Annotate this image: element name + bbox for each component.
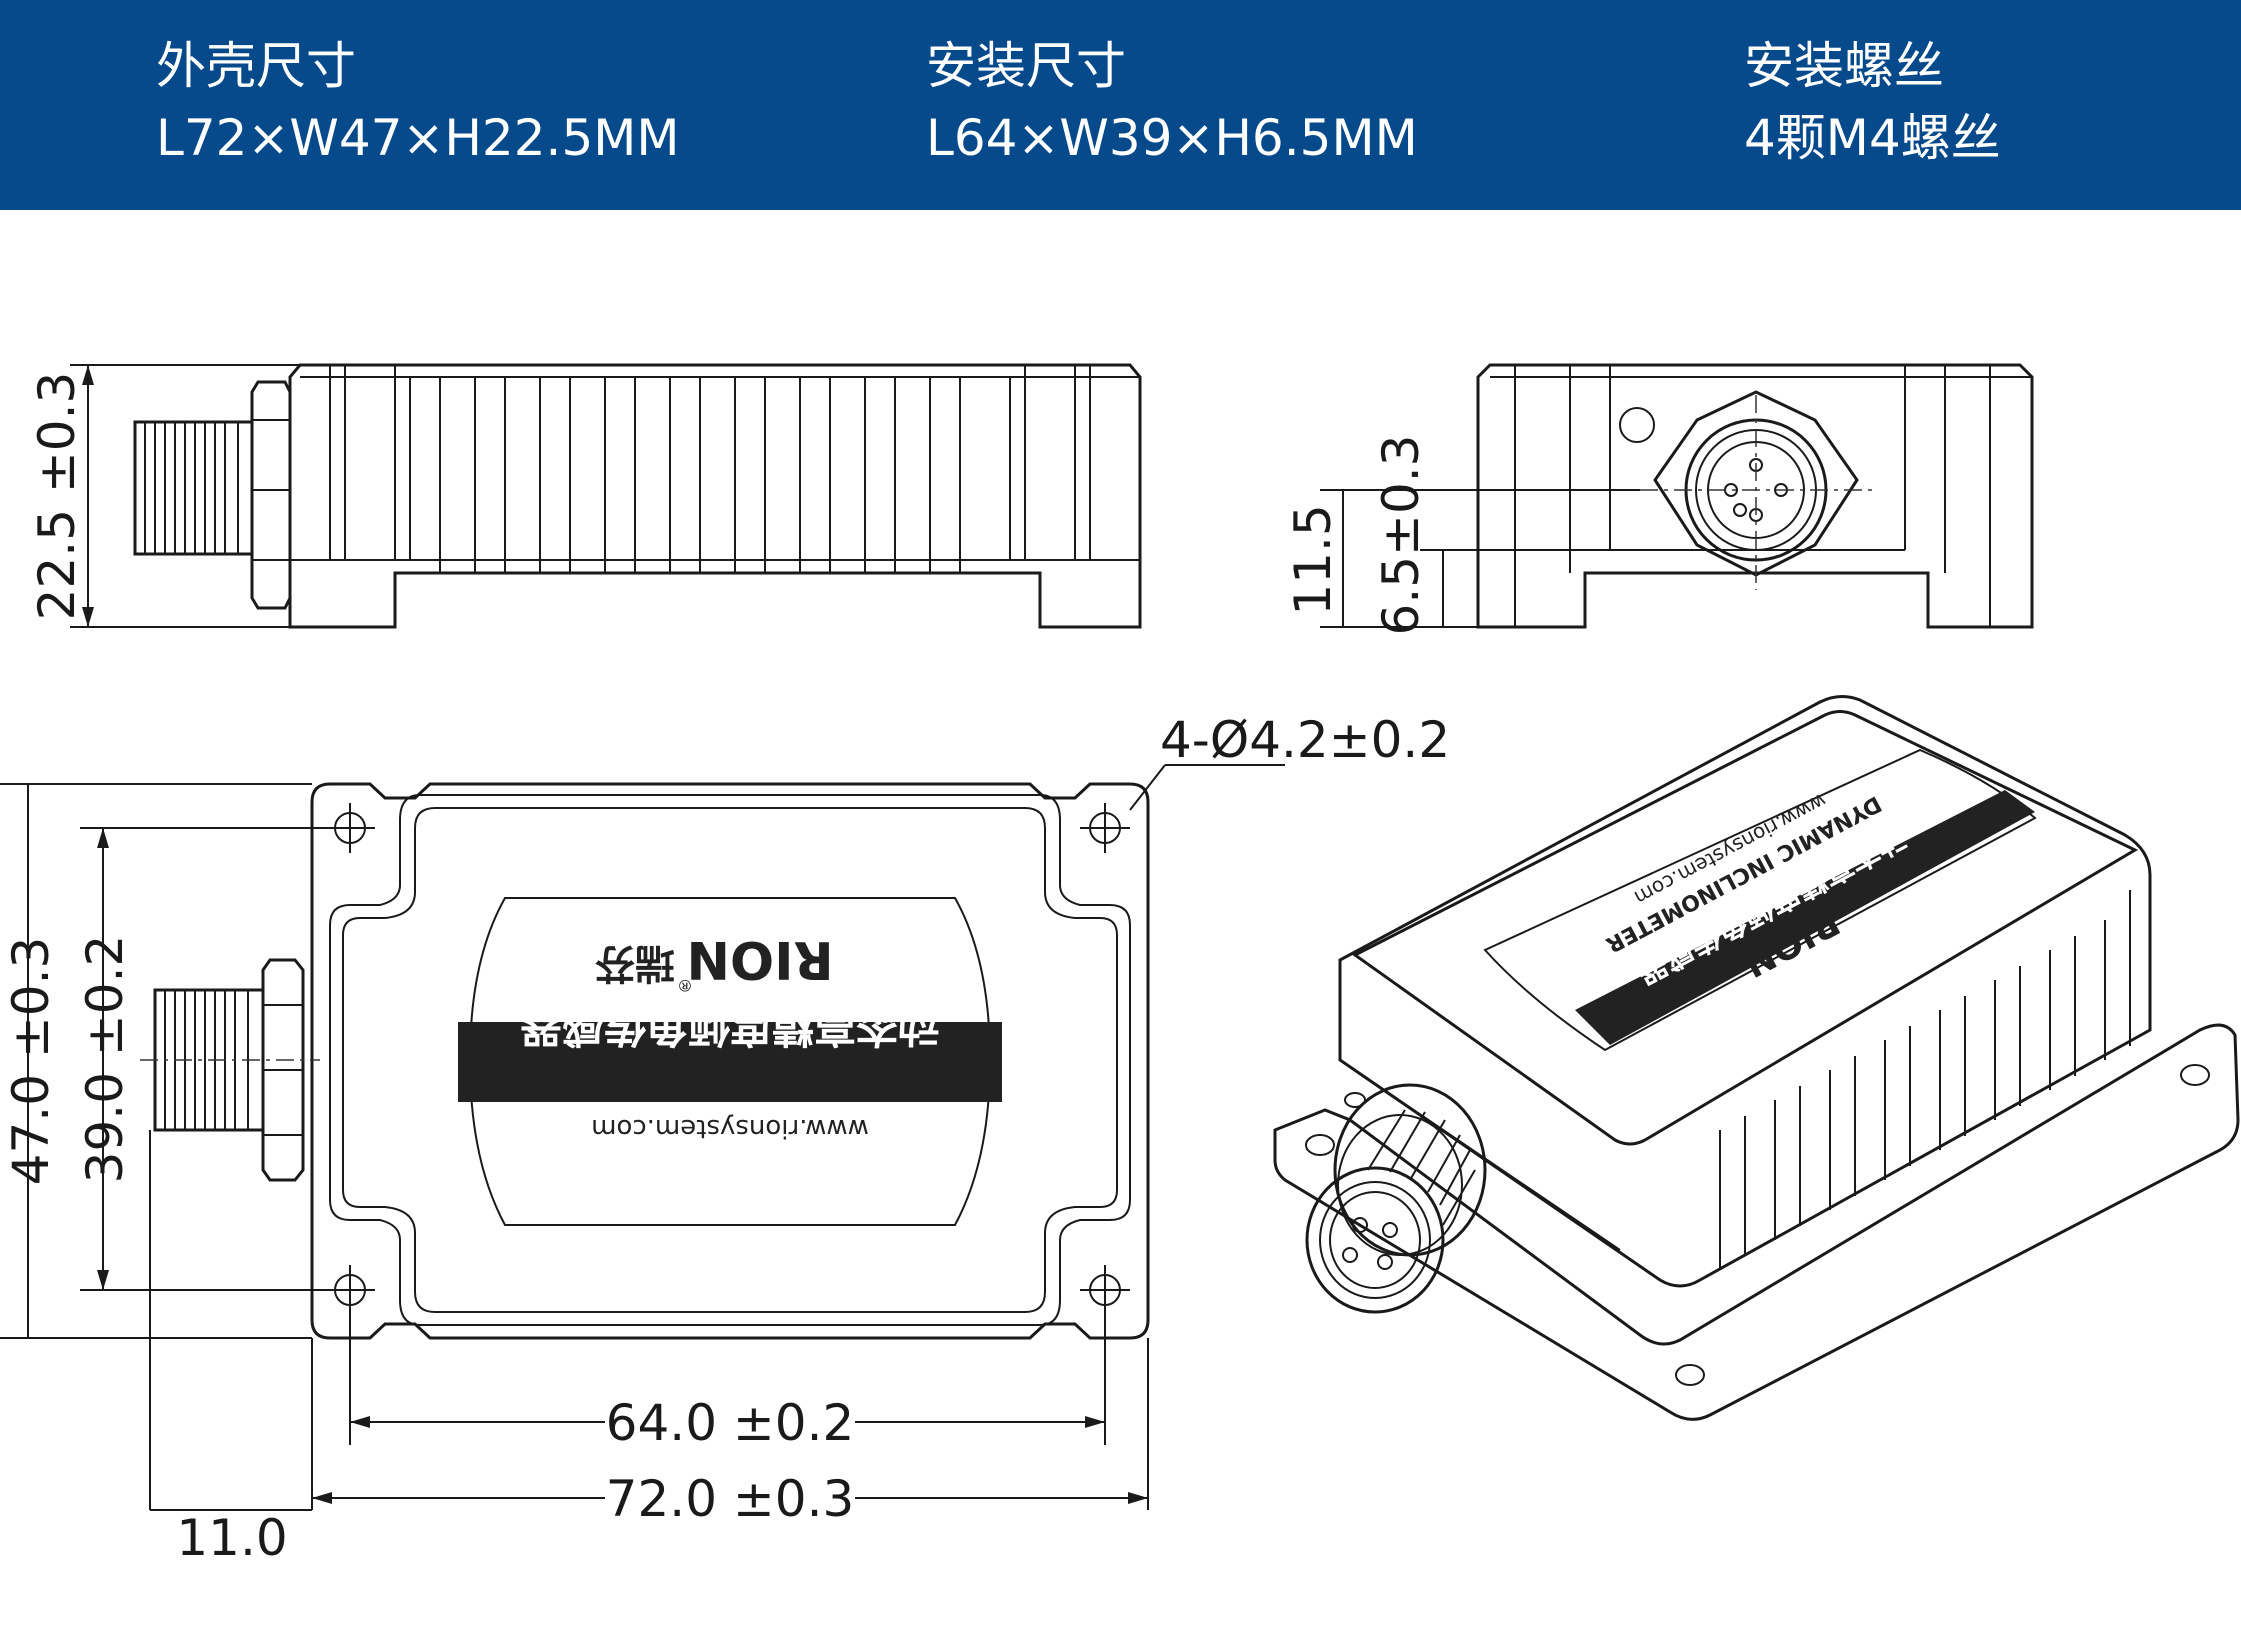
spec-label: 安装螺丝 bbox=[1744, 37, 1944, 95]
mounting-hole bbox=[325, 803, 375, 853]
spec-value: 4颗M4螺丝 bbox=[1744, 109, 2001, 167]
isometric-view: www.rionsystem.com DYNAMIC INCLINOMETER … bbox=[1273, 695, 2240, 1421]
spec-label: 安装尺寸 bbox=[926, 37, 1126, 95]
total-width-label: 47.0 ±0.3 bbox=[2, 937, 60, 1186]
plate-product-en-text: DYNAMIC INCLINOMETER bbox=[520, 1064, 940, 1099]
side-view: 22.5 ±0.3 bbox=[28, 363, 1142, 629]
plate-brand-text: RION bbox=[686, 929, 833, 989]
plate-registered-mark: ® bbox=[677, 976, 693, 995]
plate-brand-cn-text: 瑞芬 bbox=[595, 940, 675, 986]
hole-spec-label: 4-Ø4.2±0.2 bbox=[1160, 711, 1450, 769]
front-view: 11.5 6.5±0.3 bbox=[1284, 363, 2034, 636]
plate-url-text: www.rionsystem.com bbox=[591, 1113, 869, 1143]
front-mount-height-label: 6.5±0.3 bbox=[1372, 435, 1430, 636]
spec-mount-size: 安装尺寸 L64×W39×H6.5MM bbox=[926, 30, 1418, 174]
total-length-label: 72.0 ±0.3 bbox=[606, 1470, 855, 1528]
mounting-hole bbox=[1080, 803, 1130, 853]
plate-product-cn-text: 动态高精度倾角传感器 bbox=[519, 1002, 940, 1051]
mount-width-label: 39.0 ±0.2 bbox=[76, 935, 134, 1184]
front-connector-height-label: 11.5 bbox=[1284, 504, 1342, 615]
spec-value: L64×W39×H6.5MM bbox=[926, 109, 1418, 167]
spec-banner: 外壳尺寸 L72×W47×H22.5MM 安装尺寸 L64×W39×H6.5MM… bbox=[0, 0, 2241, 210]
mount-length-label: 64.0 ±0.2 bbox=[606, 1394, 855, 1452]
spec-housing-size: 外壳尺寸 L72×W47×H22.5MM bbox=[156, 30, 680, 174]
spec-label: 外壳尺寸 bbox=[156, 37, 356, 95]
spec-value: L72×W47×H22.5MM bbox=[156, 109, 680, 167]
top-view: 4-Ø4.2±0.2 www.rionsystem.com DYNAMIC IN… bbox=[0, 711, 1450, 1567]
side-height-label: 22.5 ±0.3 bbox=[28, 372, 86, 621]
spec-mount-screws: 安装螺丝 4颗M4螺丝 bbox=[1744, 30, 2001, 174]
connector-length-label: 11.0 bbox=[176, 1509, 287, 1567]
